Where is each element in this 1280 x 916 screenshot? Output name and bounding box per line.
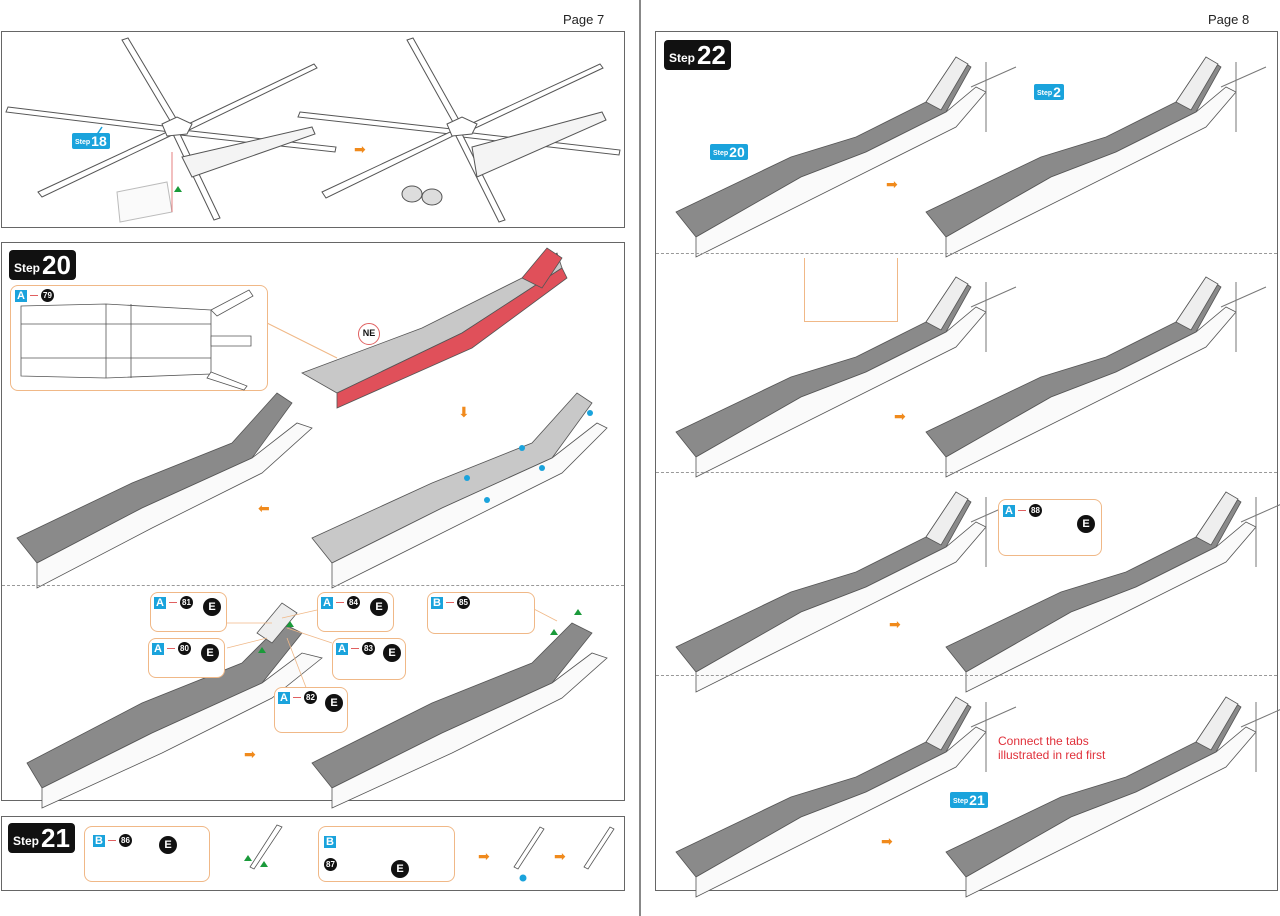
left-arrow-icon: ⬅ [258,500,270,516]
next-arrow-icon: ➡ [554,848,566,864]
fuselage-drawing [945,696,1280,898]
green-triangle-marker [174,186,182,192]
next-arrow-icon: ➡ [886,176,898,192]
fuselage-drawing [675,696,1017,898]
next-arrow-icon: ➡ [889,616,901,632]
tool-e-badge: E [201,644,219,662]
page-spine-divider [639,0,641,916]
flat-fuselage-drawing [20,289,254,391]
down-arrow-icon: ⬇ [458,404,470,420]
section-divider [656,472,1277,473]
tool-e-badge: E [370,598,388,616]
step22-badge: Step 22 [664,40,731,70]
tool-e-badge: E [383,644,401,662]
fuselage-drawing [945,491,1280,693]
fuselage-drawing [675,276,1017,478]
rotor-mast-drawings [244,824,615,882]
tool-e-badge: E [159,836,177,854]
step21-ref-tag: Step 21 [950,792,988,808]
page-number-7: Page 7 [563,12,605,27]
tool-e-badge: E [1077,515,1095,533]
tab-detail-callout [804,258,898,322]
section-divider [2,585,624,586]
fuselage-drawing [675,56,1017,258]
next-arrow-icon: ➡ [244,746,256,762]
step20-fuselage-illustrations [16,247,608,809]
helicopter-rotor-illustration [5,37,621,223]
part79-label: A 79 [15,289,54,302]
next-arrow-icon: ➡ [894,408,906,424]
red-highlight-panel [336,267,568,409]
step18-ref-tag: Step 18 [72,133,110,149]
tool-e-badge: E [325,694,343,712]
next-arrow-icon: ➡ [881,833,893,849]
fuselage-drawing [675,491,1017,693]
step20-badge: Step 20 [9,250,76,280]
ne-label: NE [358,323,380,345]
tool-e-badge: E [391,860,409,878]
tool-e-badge: E [203,598,221,616]
section-divider [656,253,1277,254]
section-divider [656,675,1277,676]
next-arrow-icon: ➡ [354,141,366,157]
instruction-note: Connect the tabs illustrated in red firs… [998,734,1106,762]
step21-badge: Step 21 [8,823,75,853]
next-arrow-icon: ➡ [478,848,490,864]
page-number-8: Page 8 [1208,12,1250,27]
step2-ref-tag: Step 2 [1034,84,1064,100]
step22-fuselage-illustrations [675,56,1280,898]
part79-flat-detail: A 79 [10,285,268,391]
step20-ref-tag: Step 20 [710,144,748,160]
fuselage-drawing [925,56,1267,258]
step20-panel: Step 20 A 79 [1,242,625,809]
step18-panel: Step 18 ➡ [1,31,625,228]
fuselage-drawing [925,276,1267,478]
